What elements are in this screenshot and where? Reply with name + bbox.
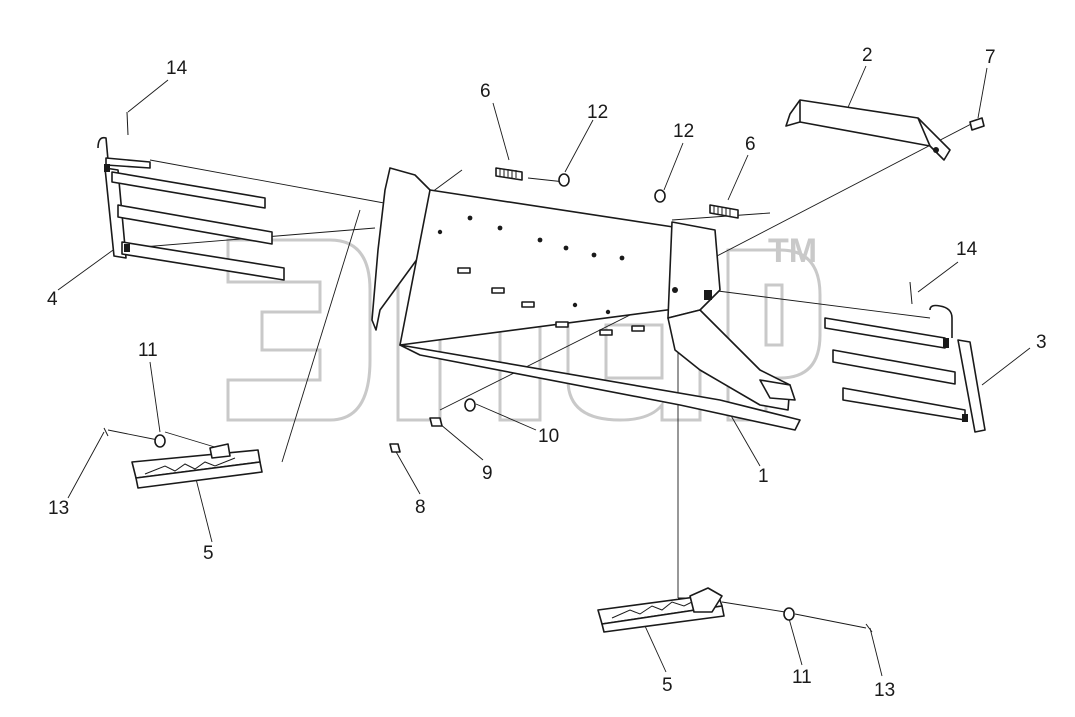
label-13-right: 13 [874,680,895,701]
trademark-mark: TM [768,232,817,270]
label-5-right: 5 [662,675,673,696]
label-8: 8 [415,497,426,518]
label-10: 10 [538,426,559,447]
label-6-left: 6 [480,81,491,102]
left-side-panel [97,111,285,281]
label-7: 7 [985,47,996,68]
callout-labels: 14 4 11 13 5 6 12 12 6 2 7 14 3 1 10 9 8… [47,45,1047,701]
label-11-left: 11 [138,340,158,361]
label-3: 3 [1036,332,1047,353]
main-frame [371,167,801,431]
right-side-panel [824,281,986,433]
slide-rail-left [131,443,263,489]
label-2: 2 [862,45,873,66]
spring-left [495,167,523,181]
label-14-left: 14 [166,58,188,79]
label-4: 4 [47,289,58,310]
label-9: 9 [482,463,493,484]
label-12-right: 12 [673,121,694,142]
label-6-right: 6 [745,134,756,155]
label-11-right: 11 [792,667,812,688]
fasteners [103,173,873,633]
top-right-bracket [785,99,985,161]
label-13-left: 13 [48,498,69,519]
spring-right [709,204,739,219]
label-5-left: 5 [203,543,214,564]
label-12-left: 12 [587,102,608,123]
slide-rail-right [597,587,725,633]
label-14-right: 14 [956,239,978,260]
label-1: 1 [758,466,769,487]
